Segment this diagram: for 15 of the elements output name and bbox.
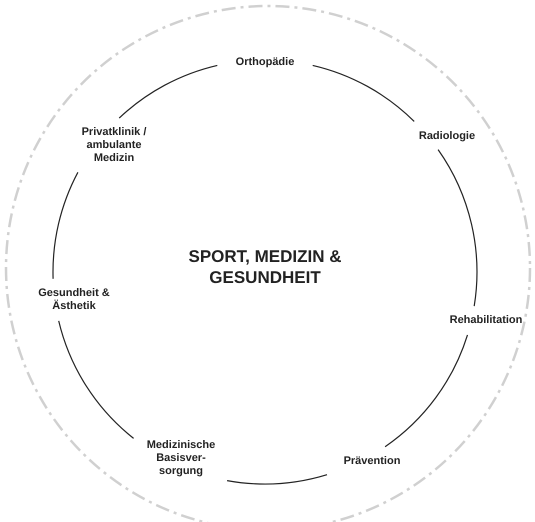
arc-connector [438, 149, 478, 306]
arc-connector [227, 474, 328, 484]
arc-connector [384, 334, 468, 448]
segment-label: Gesundheit & Ästhetik [28, 287, 120, 313]
arc-connector [118, 64, 218, 119]
segment-label: Radiologie [407, 130, 487, 142]
segment-label: Privatklinik / ambulante Medizin [72, 126, 156, 164]
arc-connector [52, 172, 78, 279]
segment-label: Rehabilitation [440, 314, 532, 326]
segment-label: Medizinische Basisver-sorgung [142, 438, 220, 478]
segment-label: Orthopädie [225, 56, 305, 68]
arc-connector [58, 320, 134, 439]
arc-connector [312, 64, 415, 122]
segment-label: Prävention [332, 454, 412, 468]
center-title: SPORT, MEDIZIN & GESUNDHEIT [170, 246, 360, 288]
